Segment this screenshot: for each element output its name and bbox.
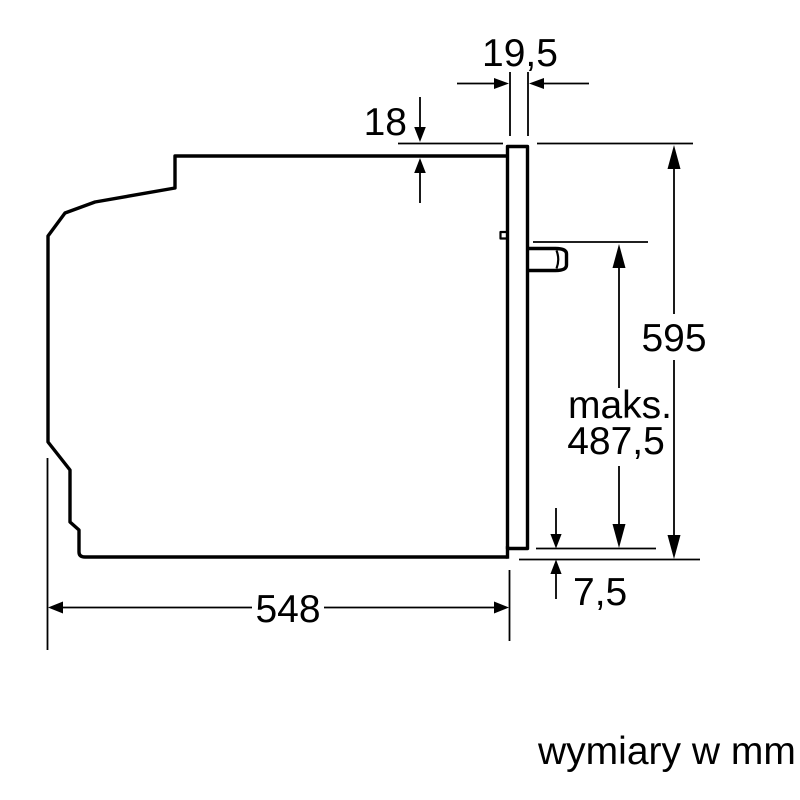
- control-knob: [527, 246, 569, 273]
- oven-body: [46, 154, 510, 559]
- arrow-down-icon: [550, 534, 562, 549]
- knob-outline: [527, 246, 569, 273]
- fascia-panel: [499, 144, 530, 551]
- oven-body-outline: [46, 154, 508, 559]
- arrow-up-icon: [414, 158, 426, 173]
- knob-cap-line: [555, 250, 560, 269]
- dim-label-total-height: 595: [641, 317, 706, 360]
- arrow-up-icon: [550, 559, 562, 574]
- dim-total-height: 595: [641, 145, 707, 559]
- arrow-up-icon: [612, 244, 626, 268]
- unit-note: wymiary w mm: [537, 730, 796, 773]
- arrow-down-icon: [667, 535, 681, 559]
- dim-label-depth: 548: [255, 588, 320, 631]
- dim-bottom-offset: 7,5: [519, 508, 700, 614]
- fascia-rear-notch: [499, 230, 507, 240]
- dim-label-bottom-offset: 7,5: [573, 571, 627, 614]
- dim-panel-thickness: 19,5: [457, 32, 589, 136]
- dim-top-overhang: 18: [364, 97, 426, 203]
- dim-label-max-prefix: maks.: [568, 384, 672, 427]
- dim-max-height: maks. 487,5: [533, 241, 672, 548]
- dim-label-top-overhang: 18: [364, 101, 407, 144]
- dim-label-max-value: 487,5: [567, 420, 665, 463]
- arrow-left-icon: [48, 601, 63, 614]
- arrow-up-icon: [667, 145, 681, 169]
- fascia-panel-outline: [505, 144, 530, 551]
- arrow-down-icon: [414, 127, 426, 142]
- arrow-right-icon: [494, 78, 509, 89]
- arrow-down-icon: [612, 524, 626, 548]
- dim-label-panel-thickness: 19,5: [482, 32, 558, 75]
- arrow-left-icon: [529, 78, 544, 89]
- arrow-right-icon: [494, 601, 509, 614]
- dim-depth: 548: [46, 458, 511, 650]
